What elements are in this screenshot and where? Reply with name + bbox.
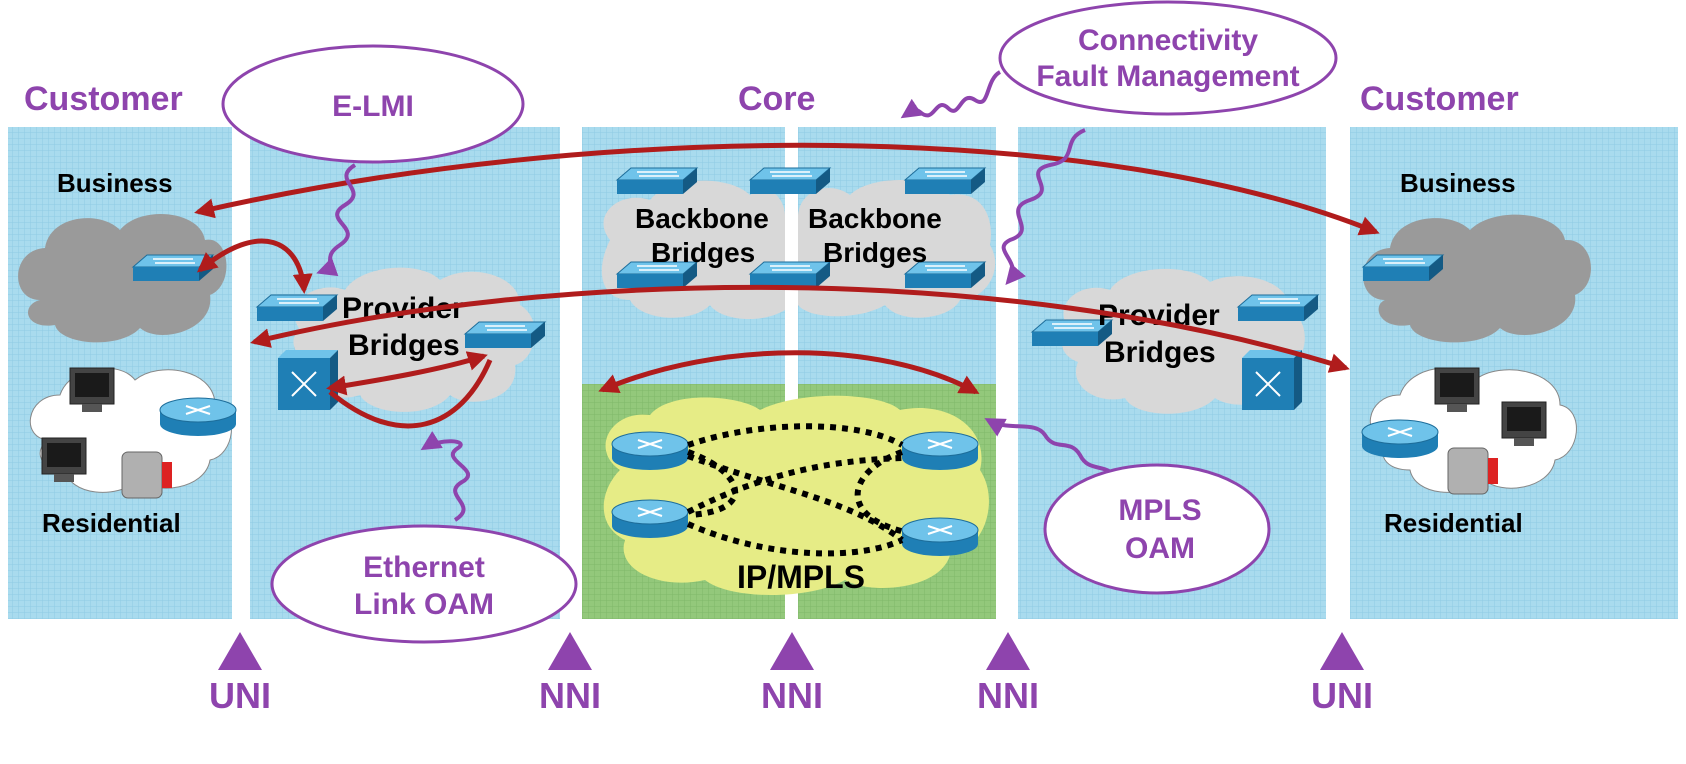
switch-icon bbox=[616, 167, 698, 195]
label-backbone2-2: Bridges bbox=[823, 237, 927, 268]
multilayer-switch-icon bbox=[277, 349, 339, 411]
callout-cfm-text-2: Fault Management bbox=[1036, 60, 1299, 93]
interface-marker-5: UNI bbox=[1311, 632, 1373, 716]
router-icon bbox=[1361, 419, 1439, 459]
heading-customer-left: Customer bbox=[24, 80, 183, 118]
callout-ethernet-oam-text-2: Link OAM bbox=[354, 588, 494, 621]
cloud-residential-right bbox=[1369, 367, 1577, 493]
label-business-right: Business bbox=[1400, 168, 1516, 198]
callout-mpls-oam-text-1: MPLS bbox=[1118, 494, 1201, 527]
router-icon bbox=[611, 431, 689, 471]
interface-label-4: NNI bbox=[977, 675, 1039, 716]
interface-label-1: UNI bbox=[209, 675, 271, 716]
callout-mpls-oam: MPLS OAM bbox=[1043, 463, 1271, 595]
label-provider-left-2: Bridges bbox=[348, 329, 460, 362]
callout-ethernet-oam-text-1: Ethernet bbox=[363, 551, 485, 584]
label-business-left: Business bbox=[57, 168, 173, 198]
interface-marker-4: NNI bbox=[977, 632, 1039, 716]
cloud-business-left bbox=[18, 213, 227, 343]
interface-label-3: NNI bbox=[761, 675, 823, 716]
switch-icon bbox=[749, 167, 831, 195]
router-icon bbox=[901, 431, 979, 471]
callout-elmi-text: E-LMI bbox=[332, 90, 414, 123]
interface-label-2: NNI bbox=[539, 675, 601, 716]
interface-marker-1: UNI bbox=[209, 632, 271, 716]
router-icon bbox=[611, 499, 689, 539]
label-ipmpls: IP/MPLS bbox=[737, 559, 865, 595]
switch-icon bbox=[749, 261, 831, 289]
heading-customer-right: Customer bbox=[1360, 80, 1519, 118]
callout-ethernet-oam: Ethernet Link OAM bbox=[270, 524, 578, 644]
callout-cfm-text-1: Connectivity bbox=[1078, 24, 1258, 57]
router-icon bbox=[901, 517, 979, 557]
multilayer-switch-icon bbox=[1241, 349, 1303, 411]
cloud-business-right bbox=[1363, 214, 1592, 343]
heading-core: Core bbox=[738, 80, 815, 118]
callout-elmi: E-LMI bbox=[221, 44, 525, 164]
switch-icon bbox=[904, 167, 986, 195]
callout-mpls-oam-text-2: OAM bbox=[1125, 532, 1195, 565]
flow-arrows bbox=[194, 142, 1380, 429]
interface-marker-3: NNI bbox=[761, 632, 823, 716]
label-backbone1-2: Bridges bbox=[651, 237, 755, 268]
label-backbone1-1: Backbone bbox=[635, 203, 769, 234]
oam-squiggles bbox=[316, 70, 1120, 522]
label-provider-right-2: Bridges bbox=[1104, 336, 1216, 369]
switch-icon bbox=[464, 321, 546, 349]
interface-label-5: UNI bbox=[1311, 675, 1373, 716]
router-icon bbox=[159, 397, 237, 437]
switch-icon bbox=[1362, 254, 1444, 282]
callout-cfm: Connectivity Fault Management bbox=[998, 0, 1338, 116]
switch-icon bbox=[256, 294, 338, 322]
interface-marker-2: NNI bbox=[539, 632, 601, 716]
label-backbone2-1: Backbone bbox=[808, 203, 942, 234]
label-residential-right: Residential bbox=[1384, 508, 1523, 538]
label-residential-left: Residential bbox=[42, 508, 181, 538]
mpls-mesh bbox=[686, 423, 906, 557]
switch-icon bbox=[1237, 294, 1319, 322]
